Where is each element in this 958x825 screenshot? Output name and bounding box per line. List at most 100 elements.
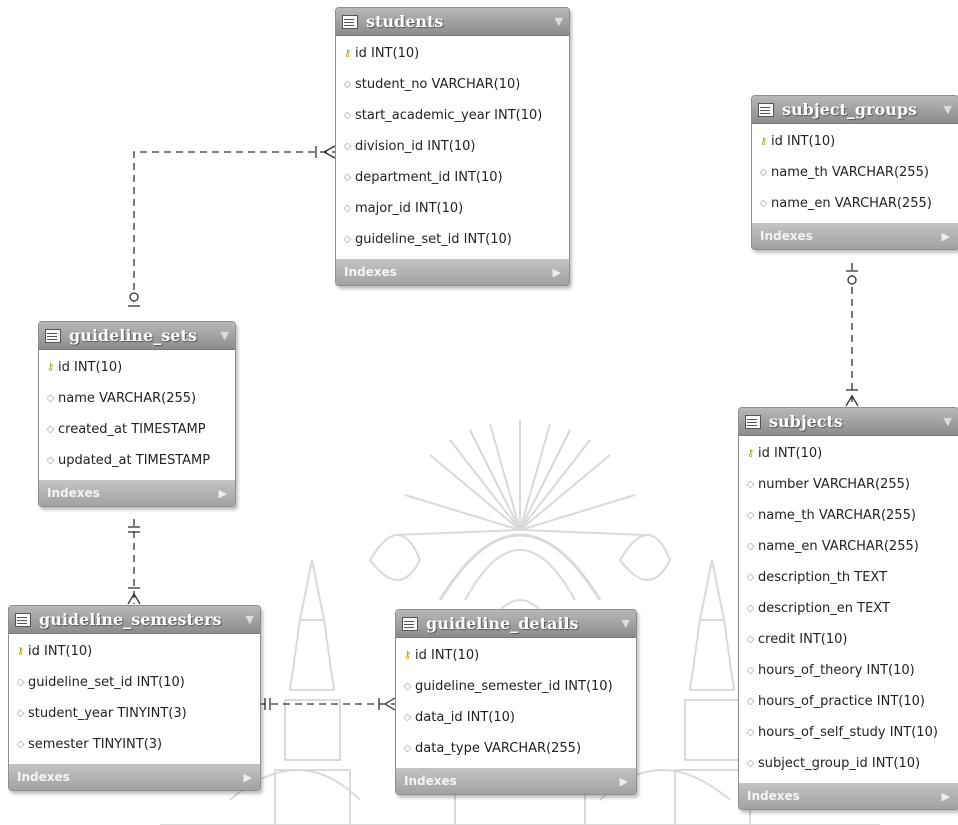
expand-arrow-icon[interactable]: ▶ xyxy=(941,789,950,803)
column-row[interactable]: ◇student_no VARCHAR(10) xyxy=(336,69,569,100)
table-header[interactable]: guideline_details ▼ xyxy=(396,610,636,638)
column-row[interactable]: ◇semester TINYINT(3) xyxy=(9,729,260,760)
diamond-icon: ◇ xyxy=(343,203,352,214)
column-row[interactable]: ⚷id INT(10) xyxy=(752,126,958,157)
column-row[interactable]: ◇description_en TEXT xyxy=(739,593,958,624)
sun-rays xyxy=(394,420,646,536)
column-row[interactable]: ◇guideline_set_id INT(10) xyxy=(336,224,569,255)
column-row[interactable]: ◇start_academic_year INT(10) xyxy=(336,100,569,131)
indexes-bar[interactable]: Indexes ▶ xyxy=(739,783,958,809)
column-row[interactable]: ◇created_at TIMESTAMP xyxy=(39,414,235,445)
column-row[interactable]: ◇major_id INT(10) xyxy=(336,193,569,224)
column-label: id INT(10) xyxy=(58,360,123,375)
table-subjects[interactable]: subjects ▼ ⚷id INT(10)◇number VARCHAR(25… xyxy=(738,407,958,810)
key-icon: ⚷ xyxy=(16,646,25,657)
table-name: subjects xyxy=(769,412,843,431)
column-label: student_year TINYINT(3) xyxy=(28,706,187,721)
table-students[interactable]: students ▼ ⚷id INT(10)◇student_no VARCHA… xyxy=(335,7,570,286)
column-row[interactable]: ◇number VARCHAR(255) xyxy=(739,469,958,500)
collapse-arrow-icon[interactable]: ▼ xyxy=(943,103,952,116)
column-label: description_th TEXT xyxy=(758,570,888,585)
column-row[interactable]: ◇data_id INT(10) xyxy=(396,702,636,733)
indexes-bar[interactable]: Indexes ▶ xyxy=(336,259,569,285)
expand-arrow-icon[interactable]: ▶ xyxy=(218,486,227,500)
column-row[interactable]: ◇description_th TEXT xyxy=(739,562,958,593)
indexes-label: Indexes xyxy=(344,265,397,279)
column-row[interactable]: ⚷id INT(10) xyxy=(39,352,235,383)
key-icon: ⚷ xyxy=(46,362,55,373)
table-name: guideline_details xyxy=(426,614,579,633)
diamond-icon: ◇ xyxy=(746,665,755,676)
column-row[interactable]: ◇hours_of_theory INT(10) xyxy=(739,655,958,686)
column-label: name_th VARCHAR(255) xyxy=(758,508,916,523)
column-row[interactable]: ◇data_type VARCHAR(255) xyxy=(396,733,636,764)
column-row[interactable]: ◇division_id INT(10) xyxy=(336,131,569,162)
column-row[interactable]: ◇guideline_semester_id INT(10) xyxy=(396,671,636,702)
column-row[interactable]: ◇hours_of_practice INT(10) xyxy=(739,686,958,717)
column-label: name VARCHAR(255) xyxy=(58,391,197,406)
table-guideline-semesters[interactable]: guideline_semesters ▼ ⚷id INT(10)◇guidel… xyxy=(8,605,261,791)
column-label: id INT(10) xyxy=(28,644,93,659)
column-row[interactable]: ◇subject_group_id INT(10) xyxy=(739,748,958,779)
column-label: division_id INT(10) xyxy=(355,139,476,154)
column-row[interactable]: ◇updated_at TIMESTAMP xyxy=(39,445,235,476)
expand-arrow-icon[interactable]: ▶ xyxy=(552,265,561,279)
column-label: major_id INT(10) xyxy=(355,201,464,216)
column-row[interactable]: ⚷id INT(10) xyxy=(396,640,636,671)
column-label: name_en VARCHAR(255) xyxy=(771,196,932,211)
table-header[interactable]: guideline_semesters ▼ xyxy=(9,606,260,634)
diamond-icon: ◇ xyxy=(746,541,755,552)
indexes-bar[interactable]: Indexes ▶ xyxy=(396,768,636,794)
table-name: subject_groups xyxy=(782,100,918,119)
column-row[interactable]: ⚷id INT(10) xyxy=(9,636,260,667)
table-subject-groups[interactable]: subject_groups ▼ ⚷id INT(10)◇name_th VAR… xyxy=(751,95,958,250)
diamond-icon: ◇ xyxy=(16,677,25,688)
column-row[interactable]: ⚷id INT(10) xyxy=(336,38,569,69)
collapse-arrow-icon[interactable]: ▼ xyxy=(245,613,254,626)
table-header[interactable]: guideline_sets ▼ xyxy=(39,322,235,350)
diamond-icon: ◇ xyxy=(759,198,768,209)
expand-arrow-icon[interactable]: ▶ xyxy=(941,229,950,243)
column-row[interactable]: ◇hours_of_self_study INT(10) xyxy=(739,717,958,748)
collapse-arrow-icon[interactable]: ▼ xyxy=(943,415,952,428)
column-label: hours_of_self_study INT(10) xyxy=(758,725,938,740)
collapse-arrow-icon[interactable]: ▼ xyxy=(554,15,563,28)
table-header[interactable]: subjects ▼ xyxy=(739,408,958,436)
column-row[interactable]: ◇name_th VARCHAR(255) xyxy=(739,500,958,531)
diamond-icon: ◇ xyxy=(343,110,352,121)
collapse-arrow-icon[interactable]: ▼ xyxy=(220,329,229,342)
table-guideline-sets[interactable]: guideline_sets ▼ ⚷id INT(10)◇name VARCHA… xyxy=(38,321,236,507)
column-row[interactable]: ◇credit INT(10) xyxy=(739,624,958,655)
column-row[interactable]: ◇name_en VARCHAR(255) xyxy=(752,188,958,219)
table-guideline-details[interactable]: guideline_details ▼ ⚷id INT(10)◇guidelin… xyxy=(395,609,637,795)
collapse-arrow-icon[interactable]: ▼ xyxy=(621,617,630,630)
column-list: ⚷id INT(10)◇student_no VARCHAR(10)◇start… xyxy=(336,36,569,259)
indexes-bar[interactable]: Indexes ▶ xyxy=(9,764,260,790)
column-row[interactable]: ◇name_th VARCHAR(255) xyxy=(752,157,958,188)
column-label: guideline_set_id INT(10) xyxy=(355,232,512,247)
expand-arrow-icon[interactable]: ▶ xyxy=(243,770,252,784)
diamond-icon: ◇ xyxy=(759,167,768,178)
column-label: id INT(10) xyxy=(415,648,480,663)
column-row[interactable]: ◇department_id INT(10) xyxy=(336,162,569,193)
diamond-icon: ◇ xyxy=(343,172,352,183)
diamond-icon: ◇ xyxy=(16,739,25,750)
table-icon xyxy=(758,102,774,117)
diamond-icon: ◇ xyxy=(746,479,755,490)
column-label: student_no VARCHAR(10) xyxy=(355,77,521,92)
table-header[interactable]: students ▼ xyxy=(336,8,569,36)
diamond-icon: ◇ xyxy=(746,727,755,738)
column-row[interactable]: ⚷id INT(10) xyxy=(739,438,958,469)
column-row[interactable]: ◇name VARCHAR(255) xyxy=(39,383,235,414)
column-label: id INT(10) xyxy=(758,446,823,461)
column-row[interactable]: ◇guideline_set_id INT(10) xyxy=(9,667,260,698)
indexes-bar[interactable]: Indexes ▶ xyxy=(39,480,235,506)
column-row[interactable]: ◇name_en VARCHAR(255) xyxy=(739,531,958,562)
diamond-icon: ◇ xyxy=(16,708,25,719)
table-name: guideline_semesters xyxy=(39,610,222,629)
column-row[interactable]: ◇student_year TINYINT(3) xyxy=(9,698,260,729)
expand-arrow-icon[interactable]: ▶ xyxy=(619,774,628,788)
table-header[interactable]: subject_groups ▼ xyxy=(752,96,958,124)
indexes-bar[interactable]: Indexes ▶ xyxy=(752,223,958,249)
diamond-icon: ◇ xyxy=(746,634,755,645)
